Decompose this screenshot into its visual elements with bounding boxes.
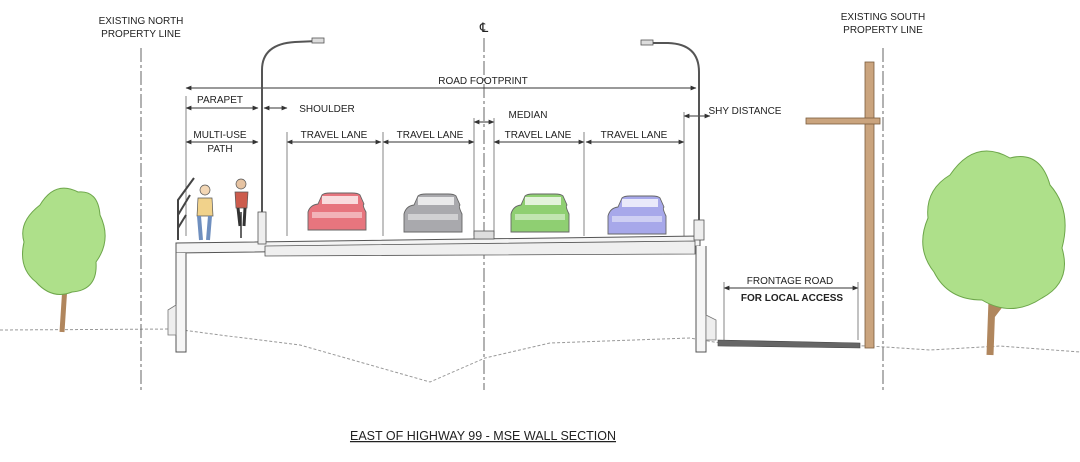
travel-lane-label-3: TRAVEL LANE [505, 130, 572, 141]
frontage-road-pavement [717, 339, 861, 349]
south-light-pole [647, 42, 700, 220]
girder [264, 240, 696, 257]
road-footprint-label: ROAD FOOTPRINT [438, 76, 527, 87]
south-property-line-label-2: PROPERTY LINE [843, 25, 923, 36]
median-barrier [473, 230, 495, 240]
north-light-fixture [311, 37, 325, 44]
multi-use-path-label: MULTI-USE [193, 130, 246, 141]
existing-ground-line [0, 328, 1080, 383]
travel-lane-label-1: TRAVEL LANE [301, 130, 368, 141]
north-light-pole [261, 40, 319, 212]
south-mse-wall [695, 246, 707, 353]
travel-lane-label-2: TRAVEL LANE [397, 130, 464, 141]
multi-use-path-label-2: PATH [207, 144, 232, 155]
car-travel-lane-3 [510, 193, 570, 233]
car-travel-lane-1 [307, 192, 367, 231]
local-access-label: FOR LOCAL ACCESS [741, 293, 844, 304]
frontage-road-label: FRONTAGE ROAD [747, 276, 833, 287]
south-light-fixture [640, 39, 654, 46]
pedestrian-figure [196, 184, 214, 241]
parapet-label: PARAPET [197, 95, 243, 106]
north-mse-wall [175, 253, 187, 353]
north-parapet [257, 211, 267, 245]
utility-pole-crossarm [805, 117, 881, 125]
utility-pole [864, 61, 875, 349]
north-property-line-label: EXISTING NORTH [99, 16, 184, 27]
car-travel-lane-2 [403, 193, 463, 233]
south-wall-footing [705, 314, 717, 341]
shoulder-label: SHOULDER [299, 104, 355, 115]
diagram-title: EAST OF HIGHWAY 99 - MSE WALL SECTION [350, 429, 616, 443]
south-property-line-label: EXISTING SOUTH [841, 12, 925, 23]
tree-right [922, 150, 1066, 356]
median-label: MEDIAN [509, 110, 548, 121]
car-travel-lane-4 [607, 195, 667, 235]
north-wall-footing [167, 304, 177, 336]
cyclist-figure [234, 178, 249, 238]
centerline-symbol: ℄ [479, 20, 489, 35]
north-property-line-label-2: PROPERTY LINE [101, 29, 181, 40]
tree-left [22, 187, 106, 333]
south-parapet [693, 219, 705, 241]
travel-lane-label-4: TRAVEL LANE [601, 130, 668, 141]
multi-use-path-fence [177, 177, 195, 240]
shy-distance-label: SHY DISTANCE [709, 106, 782, 117]
